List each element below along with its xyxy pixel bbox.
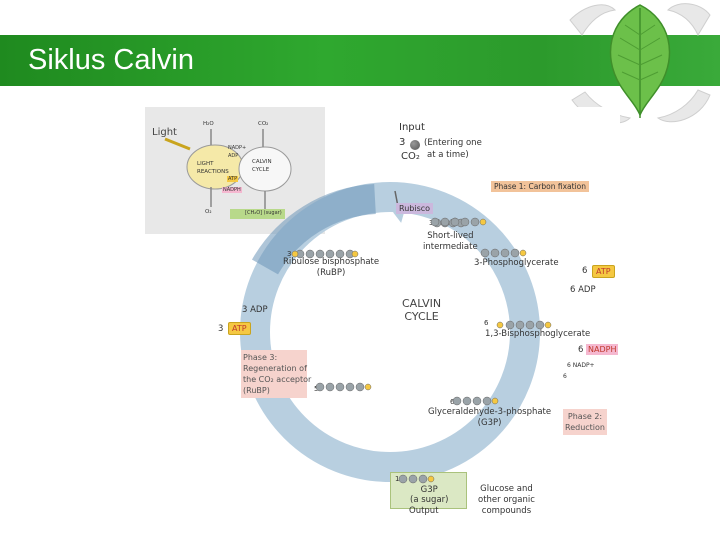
pga3-label: 3-Phosphoglycerate — [474, 258, 559, 268]
ribulose-count: 3 — [287, 250, 292, 258]
bpg-label: 1,3-Bisphosphoglycerate — [485, 329, 591, 339]
adp3-label: 3 ADP — [242, 305, 268, 315]
nadp6-label: 6 NADP+ — [567, 362, 595, 369]
rubisco-label: Rubisco — [396, 203, 434, 214]
nadph6-count: 6 — [578, 345, 584, 355]
atp6-label: ATP — [592, 265, 615, 278]
co2-label: CO₂ — [258, 121, 269, 127]
output-count: 1 — [395, 475, 400, 483]
co2-molecule-icon — [410, 140, 420, 150]
atp6-count: 6 — [582, 266, 588, 276]
g3p-5-count: 5 — [314, 385, 319, 393]
short-lived-label: Short-lived intermediate — [423, 231, 478, 252]
input-label: Input — [399, 122, 425, 133]
adp-label: ADP — [228, 153, 239, 159]
atp3-count: 3 — [218, 324, 224, 334]
glucose-label: Glucose and other organic compounds — [478, 484, 535, 516]
nadp-label: NADP+ — [228, 145, 247, 151]
input-entering: (Entering one — [424, 138, 482, 148]
light-reactions-label: LIGHT REACTIONS — [197, 161, 229, 175]
atp-small-label: ATP — [227, 176, 239, 182]
calvin-center-label: CALVIN CYCLE — [402, 297, 442, 323]
phase1-label: Phase 1: Carbon fixation — [491, 181, 589, 192]
bpg-count: 6 — [484, 319, 489, 327]
nadph-small-label: NADPH — [222, 187, 242, 193]
atp3-label: ATP — [228, 322, 251, 335]
output-g3p-label: G3P (a sugar) — [410, 485, 449, 505]
calvin-cycle-small-label: CALVIN CYCLE — [252, 159, 272, 173]
input-count: 3 — [399, 137, 406, 148]
g3p6-count: 6 — [450, 398, 455, 406]
molecule-chains — [291, 217, 552, 484]
adp6-label: 6 ADP — [570, 285, 596, 295]
input-co2: CO₂ — [401, 151, 420, 162]
phase3-label: Phase 3: Regeneration of the CO₂ accepto… — [241, 350, 311, 398]
page-title: Siklus Calvin — [28, 44, 194, 76]
phase2-label: Phase 2: Reduction — [563, 409, 607, 435]
light-label: Light — [152, 127, 177, 138]
output-label: Output — [409, 506, 439, 516]
o2-label: O₂ — [205, 209, 212, 215]
sugar-label: [CH₂O] (sugar) — [245, 210, 282, 216]
title-banner — [0, 35, 720, 86]
h2o-label: H₂O — [203, 121, 214, 127]
nadph6-label: NADPH — [586, 344, 619, 355]
g3p6-label: Glyceraldehyde-3-phosphate (G3P) — [428, 407, 552, 428]
ribulose-label: Ribulose bisphosphate (RuBP) — [283, 257, 380, 278]
pi6-label: 6 — [563, 373, 567, 380]
input-at-a-time: at a time) — [427, 150, 469, 160]
